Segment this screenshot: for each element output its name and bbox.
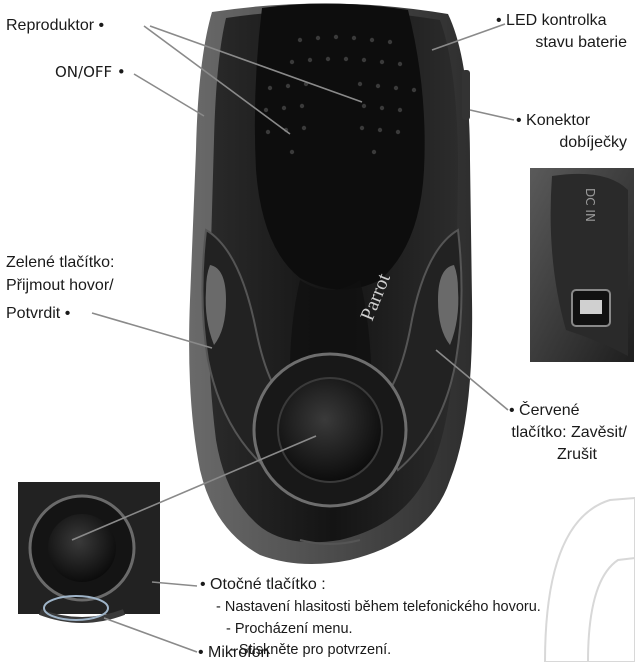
callout-lines (71, 23, 515, 653)
label-charger-line2: dobíječky (559, 134, 627, 151)
label-jog-item3: - Stiskněte pro potvrzení. (230, 642, 392, 658)
red-button (438, 265, 459, 345)
dc-in-label: DC IN (583, 188, 597, 222)
label-red-line1: • Červené (509, 402, 580, 419)
label-jog-title: • Otočné tlačítko : (200, 576, 326, 593)
label-speaker: Reproduktor • (6, 17, 105, 34)
label-jog-item2: - Procházení menu. (226, 621, 353, 637)
label-mic: • Mikrofon (198, 644, 270, 661)
jog-closeup-inset (18, 482, 160, 623)
label-led-line1: • LED kontrolka (496, 12, 607, 29)
label-charger-line1: • Konektor (516, 112, 591, 129)
label-on-off: ON/OFF • (55, 63, 126, 81)
label-jog-item1: - Nastavení hlasitosti během telefonické… (216, 599, 541, 615)
label-green-line3: Potvrdit • (6, 305, 71, 322)
speaker-holes (263, 34, 417, 155)
label-red-line3: Zrušit (557, 446, 597, 463)
jog-dial (277, 377, 383, 483)
label-green-line1: Zelené tlačítko: (6, 254, 115, 271)
connector-inset: DC IN (530, 168, 634, 362)
label-green-line2: Přijmout hovor/ (6, 277, 114, 294)
label-led-line2: stavu baterie (535, 34, 627, 51)
charger-port (462, 70, 470, 120)
label-red-line2: tlačítko: Zavěsit/ (511, 424, 627, 441)
green-button (205, 265, 226, 345)
mic-highlight (43, 595, 109, 621)
speaker-grille (254, 3, 425, 290)
